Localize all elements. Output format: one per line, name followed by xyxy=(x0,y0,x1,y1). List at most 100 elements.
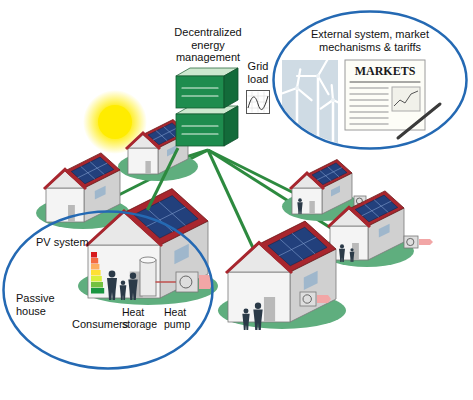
system-boundary-ellipse: External system, market mechanisms & tar… xyxy=(272,10,468,150)
turbine-blade xyxy=(279,88,297,94)
house-door xyxy=(68,205,75,222)
person-head xyxy=(340,244,344,248)
heat-pump-fan xyxy=(180,276,192,288)
tank-top xyxy=(140,257,156,263)
person xyxy=(297,198,302,214)
person-body xyxy=(253,309,262,330)
graph-grid xyxy=(248,108,268,109)
pv-panel xyxy=(355,195,397,222)
person xyxy=(128,273,137,300)
graph-grid xyxy=(264,92,265,112)
turbine-tower xyxy=(296,88,299,144)
boundary-ellipse xyxy=(274,12,467,149)
person-head xyxy=(121,280,126,285)
house-door xyxy=(309,201,314,214)
turbine-tower xyxy=(317,76,320,144)
unit-slot xyxy=(182,125,218,126)
person-body xyxy=(107,278,117,300)
pv-panel xyxy=(312,163,347,185)
person-body xyxy=(120,285,127,300)
house-roof xyxy=(307,160,352,189)
newspaper-line xyxy=(350,93,388,95)
energy-rating-bar xyxy=(91,252,97,258)
heat-pump-fan xyxy=(407,238,414,245)
grid-load-meter: Grid load xyxy=(246,60,270,114)
person xyxy=(107,271,117,300)
heat-storage-tank xyxy=(140,260,156,296)
turbine-hub xyxy=(331,98,335,102)
person xyxy=(242,308,249,330)
turbine-blade xyxy=(332,85,333,100)
energy-rating-bar xyxy=(91,288,104,294)
chart-line xyxy=(394,91,418,106)
boundary-ellipse xyxy=(4,212,213,369)
person-head xyxy=(244,308,249,313)
newspaper-rule xyxy=(350,82,420,83)
newspaper-chart xyxy=(392,87,420,111)
house-window xyxy=(331,186,340,197)
heat-pump-unit xyxy=(404,236,418,248)
newspaper-line xyxy=(350,123,388,125)
house-front-wall xyxy=(292,188,322,214)
house xyxy=(218,221,346,329)
person-head xyxy=(350,248,353,251)
unit-slot xyxy=(182,87,218,88)
house-roof xyxy=(124,189,208,245)
heat-pipe xyxy=(156,281,176,283)
unit-slot xyxy=(182,95,218,96)
person-head xyxy=(298,198,302,202)
house-door xyxy=(264,297,275,322)
person-body xyxy=(339,249,345,262)
unit-side xyxy=(224,106,238,146)
unit-slot xyxy=(182,133,218,134)
turbine-blade xyxy=(318,76,329,94)
turbine-hub xyxy=(316,74,320,78)
energy-rating-bar xyxy=(91,282,103,288)
person xyxy=(339,244,345,262)
person-head xyxy=(130,273,136,279)
house-window xyxy=(95,186,106,200)
person-body xyxy=(242,314,249,330)
graph-curve xyxy=(248,96,268,110)
boundary-outline xyxy=(2,210,214,370)
turbine-blade xyxy=(318,58,329,76)
house-roof xyxy=(65,153,120,188)
house-door xyxy=(145,161,150,174)
part-label: PV system xyxy=(36,236,96,249)
unit-side xyxy=(224,68,238,108)
pv-grid xyxy=(78,163,107,177)
person-head xyxy=(109,271,116,278)
newspaper-line xyxy=(350,105,388,107)
newspaper-line xyxy=(350,99,388,101)
house-roof xyxy=(259,221,336,272)
house-window xyxy=(304,271,318,290)
heat-pump-unit xyxy=(176,272,198,292)
pv-panel xyxy=(268,227,327,265)
graph-frame xyxy=(247,91,270,114)
pv-grid xyxy=(154,128,178,140)
heat-pump-fan xyxy=(303,295,311,303)
person xyxy=(253,303,262,330)
newspaper-line xyxy=(350,117,388,119)
house-window xyxy=(379,224,390,238)
person-head xyxy=(255,303,261,309)
energy-rating-bar xyxy=(91,264,99,270)
house-front-wall xyxy=(46,188,84,222)
turbine-tower xyxy=(332,100,335,144)
person xyxy=(350,248,355,262)
turbine-blade xyxy=(297,75,318,77)
wind-photo xyxy=(282,60,338,144)
person-body xyxy=(350,252,355,262)
part-label: Passive house xyxy=(16,292,62,317)
unit-front xyxy=(176,114,224,146)
energy-rating-bar xyxy=(91,276,102,282)
heat-flow-arrow xyxy=(317,295,331,303)
newspaper xyxy=(345,60,425,130)
energy-management-unit: Decentralized energy management xyxy=(172,26,244,148)
newspaper-line xyxy=(350,87,388,89)
energy-rating-bar xyxy=(91,270,101,276)
pv-grid xyxy=(279,237,316,255)
system-label: External system, market mechanisms & tar… xyxy=(303,28,437,53)
newspaper-headline: MARKETS xyxy=(350,64,420,79)
